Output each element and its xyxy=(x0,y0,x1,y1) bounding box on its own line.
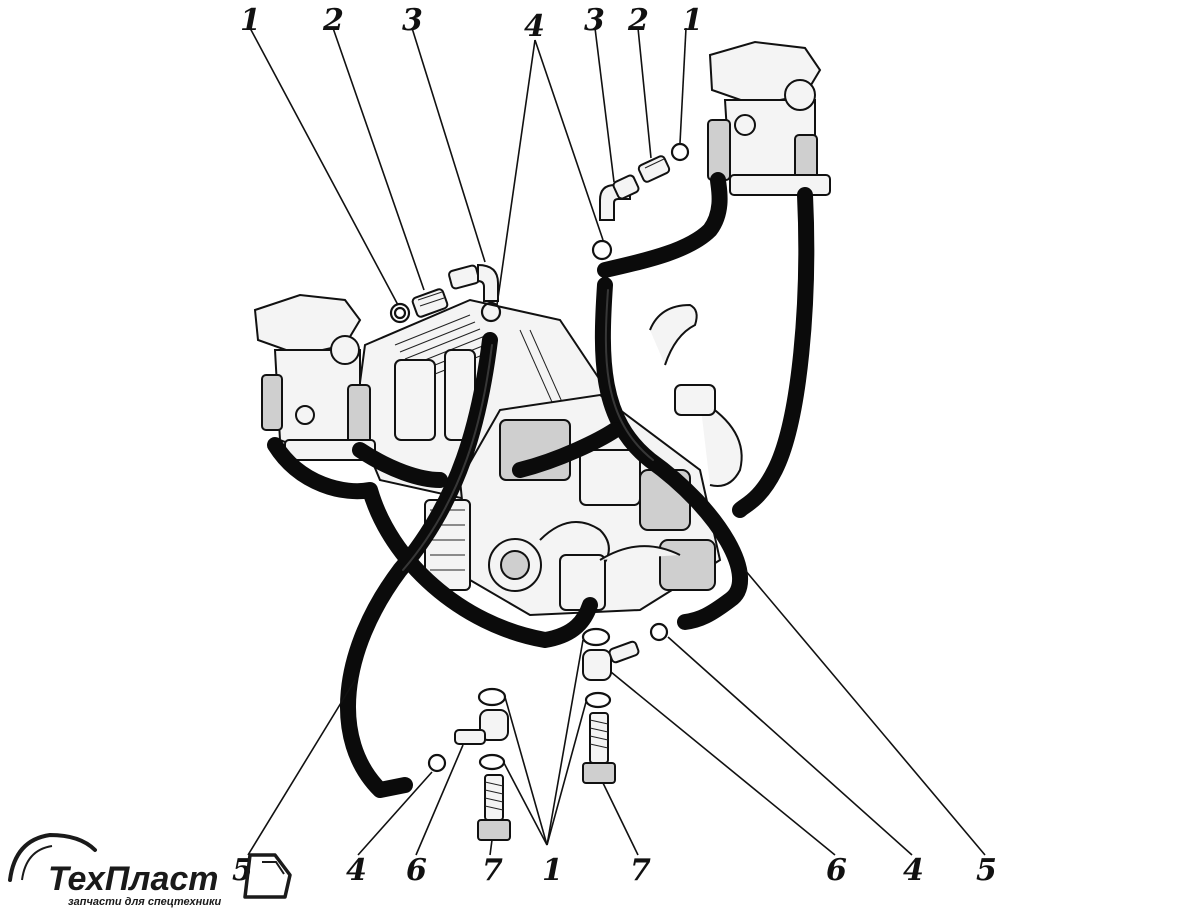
fittings-top-left xyxy=(389,263,502,324)
hose-right-main xyxy=(594,277,748,630)
ring-bottom-c xyxy=(581,627,611,647)
elbow-top-right xyxy=(599,174,640,221)
left-filter-assembly xyxy=(253,293,376,461)
callout-bottom-left-4: 4 xyxy=(346,853,367,888)
adapter-top-right xyxy=(637,155,671,183)
callout-top-left-3: 3 xyxy=(402,3,423,38)
sealing-ring-top-right xyxy=(670,142,690,162)
distributor-block xyxy=(424,303,743,617)
hose-left-short xyxy=(352,442,448,488)
callout-top-right-2: 2 xyxy=(627,3,649,38)
hoses xyxy=(267,172,815,798)
callout-bottom-right-7: 7 xyxy=(630,853,651,888)
clamp-bottom-left xyxy=(427,753,447,773)
callout-bottom-right-4: 4 xyxy=(903,853,924,888)
banjo-fitting-left xyxy=(454,709,509,745)
sealing-ring-top-left xyxy=(389,302,411,324)
logo-tagline: запчасти для спецтехники xyxy=(68,896,222,908)
banjo-bolt-left xyxy=(477,774,511,841)
callout-bottom-left-7: 7 xyxy=(482,853,503,888)
ring-bottom-a xyxy=(477,687,507,707)
banjo-bolt-right xyxy=(582,712,616,784)
leader-lines xyxy=(247,27,986,856)
hose-right-upper xyxy=(597,172,728,278)
right-filter-assembly xyxy=(707,40,831,197)
hose-left-loop xyxy=(267,437,598,648)
adapter-top-left xyxy=(411,288,449,318)
callout-bottom-right-5: 5 xyxy=(976,853,997,888)
callout-bottom-left-6: 6 xyxy=(406,853,427,888)
callout-top-right-3: 3 xyxy=(584,3,605,38)
elbow-top-left xyxy=(448,263,499,302)
ring-bottom-b xyxy=(478,753,506,771)
ring-bottom-d xyxy=(584,691,612,709)
hose-left-long xyxy=(340,332,498,798)
fittings-bottom xyxy=(427,622,669,841)
clamp-bottom-right xyxy=(649,622,669,642)
clamp-top-right xyxy=(591,239,613,261)
callout-top-left-2: 2 xyxy=(322,3,344,38)
banjo-fitting-right xyxy=(582,640,640,681)
callout-bottom-right-6: 6 xyxy=(826,853,847,888)
callout-top-center-4: 4 xyxy=(524,9,545,44)
logo-brand-name: ТехПласт xyxy=(48,860,219,898)
hose-center-cross xyxy=(512,422,623,478)
loader-bucket-icon xyxy=(243,853,292,899)
callout-top-right-1: 1 xyxy=(682,3,703,38)
clamp-top-left xyxy=(480,301,502,323)
fittings-top-right xyxy=(591,142,690,261)
brand-logo: ТехПласт запчасти для спецтехники xyxy=(8,832,292,908)
callout-top-left-1: 1 xyxy=(240,3,261,38)
hose-right-long xyxy=(732,187,815,518)
callout-bottom-center-1: 1 xyxy=(542,853,563,888)
callout-labels: 1 2 3 4 3 2 1 5 4 6 7 1 7 6 4 5 xyxy=(232,3,997,888)
excavator-arm-icon xyxy=(8,832,97,882)
